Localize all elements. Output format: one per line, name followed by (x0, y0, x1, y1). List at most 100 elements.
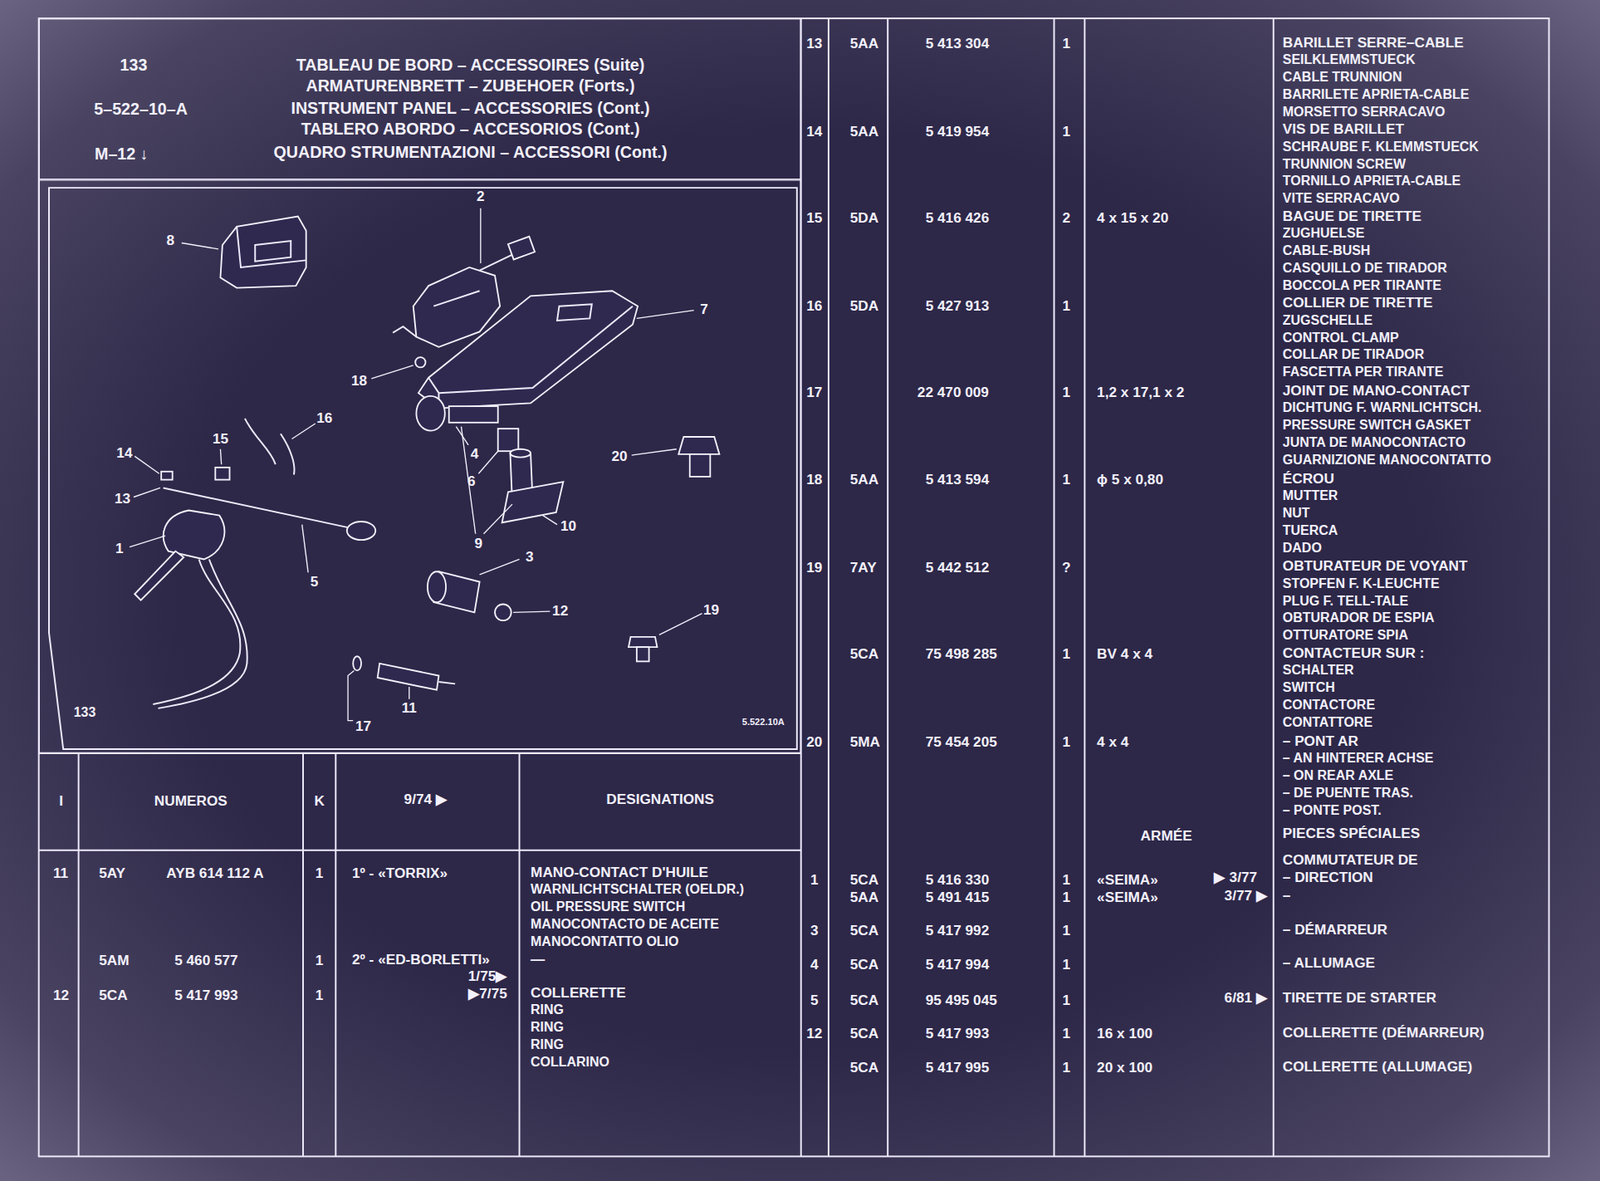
table-cell: 1º - «TORRIX» (352, 866, 448, 882)
part-translation: BARRILETE APRIETA-CABLE (1282, 88, 1470, 103)
table-cell: 95 495 045 (925, 992, 998, 1008)
callout-number: 14 (116, 445, 133, 461)
grid-line (1272, 18, 1275, 1156)
gasket (352, 655, 362, 671)
table-cell: 5DA (850, 210, 879, 227)
table-cell: 4 x 15 x 20 (1096, 210, 1169, 227)
callout-number: 7 (699, 301, 709, 318)
table-cell: 1 (810, 871, 819, 888)
plug-head (628, 636, 657, 647)
column-heading: NUMEROS (154, 792, 228, 809)
title-box: 133TABLEAU DE BORD – ACCESSOIRES (Suite)… (39, 18, 802, 180)
table-cell: 75 454 205 (925, 733, 998, 750)
grid-line (1053, 18, 1056, 1156)
part-designation: – PONT AR (1282, 733, 1359, 749)
part-translation: JUNTA DE MANOCONTACTO (1282, 435, 1466, 451)
starter-switch-face (427, 571, 446, 602)
table-cell: 5AA (850, 123, 879, 140)
barrel-sleeve (449, 406, 499, 423)
oil-pressure-switch (377, 663, 440, 690)
part-translation: SEILKLEMMSTUECK (1282, 53, 1416, 69)
table-cell: 5CA (850, 1059, 879, 1076)
barrel-insert (498, 428, 519, 451)
part-designation: COLLERETTE (ALLUMAGE) (1282, 1058, 1473, 1075)
panel-detail (428, 303, 633, 408)
table-cell: 5AY (98, 866, 126, 882)
callout-number: 9 (474, 536, 484, 553)
table-cell: 5 442 512 (925, 559, 990, 576)
part-translation: TORNILLO APRIETA-CABLE (1282, 174, 1461, 190)
table-cell: 1 (1061, 471, 1071, 488)
table-cell: 20 x 100 (1096, 1059, 1153, 1076)
cable-bush (215, 467, 230, 480)
table-cell: AYB 614 112 A (166, 866, 264, 882)
callout-number: 20 (611, 448, 627, 465)
part-translation: OTTURATORE SPIA (1282, 628, 1409, 644)
table-cell: 1 (1061, 871, 1071, 888)
table-cell: 1 (1061, 1025, 1071, 1042)
lamp-housing (220, 216, 306, 289)
table-cell: ? (1061, 559, 1072, 576)
part-translation: CONTACTORE (1282, 697, 1375, 713)
table-cell: 1 (1061, 385, 1071, 402)
part-translation: MANOCONTATTO OLIO (530, 934, 679, 950)
trunnion-screw (161, 471, 173, 480)
table-cell: 5CA (850, 1025, 879, 1042)
ring (494, 604, 512, 622)
part-translation: COLLAR DE TIRADOR (1282, 347, 1424, 363)
table-cell: 12 (806, 1025, 823, 1042)
part-translation: OBTURADOR DE ESPIA (1282, 611, 1435, 627)
table-cell: 3 (810, 922, 819, 939)
pressure-switch-body (689, 454, 711, 477)
leader-line (347, 670, 354, 720)
part-translation: SWITCH (1282, 680, 1336, 696)
part-translation: PRESSURE SWITCH GASKET (1282, 418, 1471, 434)
clamp (244, 418, 295, 475)
part-translation: ZUGHUELSE (1282, 226, 1366, 242)
grid-line (302, 753, 304, 1156)
part-translation: MORSETTO SERRACAVO (1282, 104, 1446, 120)
leader-lines (129, 208, 702, 721)
part-designation: JOINT DE MANO-CONTACT (1282, 382, 1470, 399)
grid-line (886, 18, 889, 1156)
exploded-view (134, 216, 720, 709)
part-translation: RING (530, 1037, 564, 1053)
part-designation: – ALLUMAGE (1282, 955, 1375, 972)
part-designation: COMMUTATEUR DE (1282, 852, 1419, 869)
part-translation: PLUG F. TELL-TALE (1282, 593, 1409, 609)
table-cell: 5AA (850, 471, 879, 488)
leader-line (302, 524, 309, 573)
part-designation: BARILLET SERRE–CABLE (1282, 34, 1464, 51)
table-cell: ARMÉE (1140, 827, 1193, 844)
table-cell: 16 (806, 298, 823, 314)
leader-line (129, 535, 166, 548)
part-translation: OIL PRESSURE SWITCH (530, 900, 686, 915)
table-cell: «SEIMA» (1096, 871, 1159, 888)
table-grid (39, 18, 1550, 1156)
table-cell: 5 413 594 (925, 471, 990, 488)
table-cell: 5 417 992 (925, 922, 990, 939)
table-cell: 5 416 426 (925, 210, 990, 227)
part-translation: CABLE TRUNNION (1282, 70, 1403, 86)
drawing-number: 5.522.10A (742, 717, 785, 728)
table-cell: 1 (1061, 35, 1071, 52)
part-designation: CONTACTEUR SUR : (1282, 645, 1425, 661)
date-cell: ▶7/75 (468, 986, 508, 1003)
lamp-detail (236, 226, 307, 268)
part-designation: — (530, 951, 545, 968)
part-designation: – (1282, 888, 1292, 905)
part-translation: – DE PUENTE TRAS. (1282, 785, 1414, 801)
part-translation: TUERCA (1282, 523, 1339, 539)
table-cell: 1,2 x 17,1 x 2 (1096, 385, 1185, 402)
column-heading: K (313, 792, 324, 809)
table-cell: 5 417 994 (925, 956, 990, 973)
direction-switch (163, 509, 226, 559)
table-cell: 5CA (98, 987, 128, 1004)
callout-number: 6 (467, 474, 476, 490)
table-cell: 5DA (850, 298, 879, 314)
table-cell: 14 (806, 123, 823, 140)
table-cell: 4 x 4 (1096, 733, 1129, 750)
callout-number: 16 (316, 410, 333, 426)
part-designation: COLLIER DE TIRETTE (1282, 295, 1434, 312)
callout-number: 3 (525, 549, 534, 566)
